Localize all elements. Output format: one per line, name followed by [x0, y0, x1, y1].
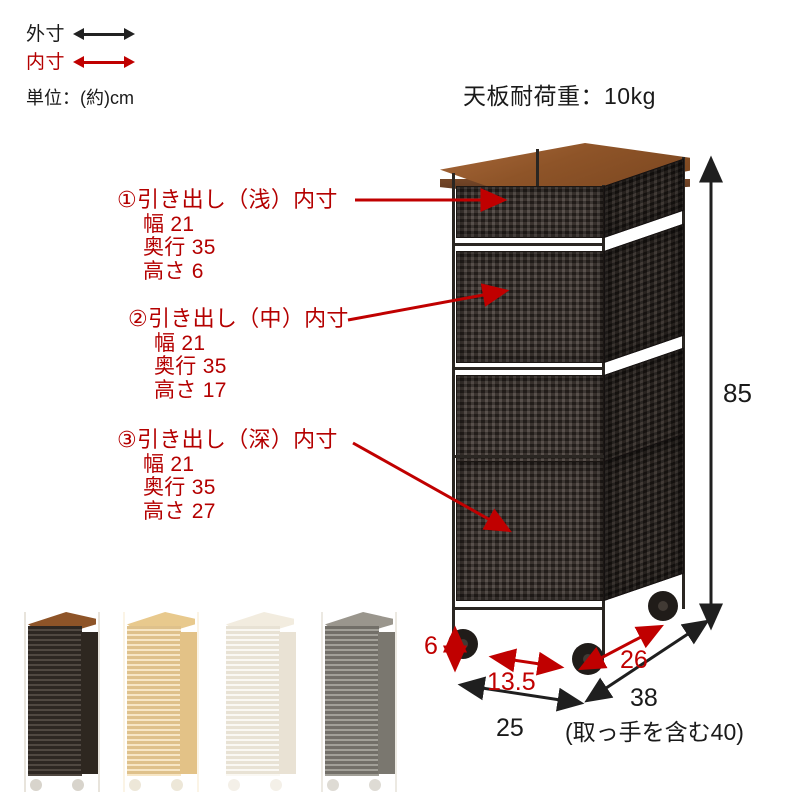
legend-row-inner: 内寸 — [26, 48, 136, 76]
variant-body — [127, 626, 181, 776]
dimension-label-height-85: 85 — [723, 378, 752, 408]
dimension-label-depth-with-handle: (取っ手を含む40) — [565, 719, 744, 745]
variant-side — [378, 632, 395, 774]
legend: 外寸 内寸 単位：(約)cm — [26, 20, 136, 110]
variant-caster-right — [270, 779, 282, 791]
variant-caster-left — [327, 779, 339, 791]
color-variant-natural-beige[interactable] — [123, 612, 199, 792]
variant-caster-left — [228, 779, 240, 791]
annotation-depth-shallow: 奥行 35 — [143, 236, 216, 260]
drawer-basket-medium — [456, 223, 684, 363]
annotation-width-shallow: 幅 21 — [143, 212, 195, 236]
double-arrow-black-icon — [73, 27, 136, 41]
caster-front-left — [448, 629, 478, 659]
dimension-label-inner-depth-26: 26 — [620, 646, 648, 674]
drawer-basket-shallow — [456, 158, 684, 238]
annotation-block-medium: ②引き出し（中）内寸 幅 21 奥行 35 高さ 17 — [128, 306, 349, 402]
variant-frame — [222, 612, 298, 792]
dimension-label-width-25: 25 — [496, 714, 524, 742]
caster-back-right — [648, 591, 678, 621]
variant-caster-right — [171, 779, 183, 791]
variant-frame — [321, 612, 397, 792]
dimension-label-caster-spacing-13-5: 13.5 — [487, 668, 536, 696]
annotation-width-deep: 幅 21 — [143, 452, 195, 476]
variant-caster-left — [129, 779, 141, 791]
variant-body — [28, 626, 82, 776]
annotation-title-deep: ③引き出し（深）内寸 — [117, 427, 338, 452]
legend-inner-label: 内寸 — [26, 51, 66, 73]
annotation-height-medium: 高さ 17 — [154, 378, 227, 402]
shelf-rail-1 — [452, 243, 604, 246]
annotation-height-deep: 高さ 27 — [143, 499, 216, 523]
dimension-label-caster-height-6: 6 — [424, 632, 438, 660]
product-illustration — [432, 143, 702, 675]
annotation-block-deep: ③引き出し（深）内寸 幅 21 奥行 35 高さ 27 — [117, 427, 338, 523]
variant-frame — [123, 612, 199, 792]
variant-caster-right — [369, 779, 381, 791]
annotation-title-medium: ②引き出し（中）内寸 — [128, 306, 349, 331]
legend-row-outer: 外寸 — [26, 20, 136, 48]
caster-front-right — [572, 643, 604, 675]
bottom-rail — [452, 607, 604, 610]
drawer-basket-deep-lower — [456, 433, 684, 601]
legend-unit-note: 単位：(約)cm — [26, 88, 134, 108]
double-arrow-red-icon — [73, 55, 136, 69]
annotation-width-medium: 幅 21 — [154, 331, 206, 355]
color-variant-thumbnails — [24, 612, 397, 792]
color-variant-gray[interactable] — [321, 612, 397, 792]
variant-side — [279, 632, 296, 774]
variant-body — [325, 626, 379, 776]
frame-rail-back-left — [536, 149, 539, 191]
annotation-height-shallow: 高さ 6 — [143, 259, 204, 283]
variant-frame — [24, 612, 100, 792]
shelf-rail-3 — [452, 455, 604, 458]
frame-rail-front-left — [452, 173, 455, 643]
annotation-depth-deep: 奥行 35 — [143, 476, 216, 500]
annotation-title-shallow: ①引き出し（浅）内寸 — [117, 187, 338, 212]
shelf-rail-2 — [452, 367, 604, 370]
variant-body — [226, 626, 280, 776]
variant-side — [81, 632, 98, 774]
color-variant-ivory-white[interactable] — [222, 612, 298, 792]
top-load-capacity-label: 天板耐荷重：10kg — [463, 83, 656, 109]
annotation-depth-medium: 奥行 35 — [154, 355, 227, 379]
variant-caster-right — [72, 779, 84, 791]
dimension-label-depth-38: 38 — [630, 684, 658, 712]
annotation-block-shallow: ①引き出し（浅）内寸 幅 21 奥行 35 高さ 6 — [117, 187, 338, 283]
legend-outer-label: 外寸 — [26, 23, 66, 45]
variant-caster-left — [30, 779, 42, 791]
variant-side — [180, 632, 197, 774]
color-variant-dark-brown[interactable] — [24, 612, 100, 792]
